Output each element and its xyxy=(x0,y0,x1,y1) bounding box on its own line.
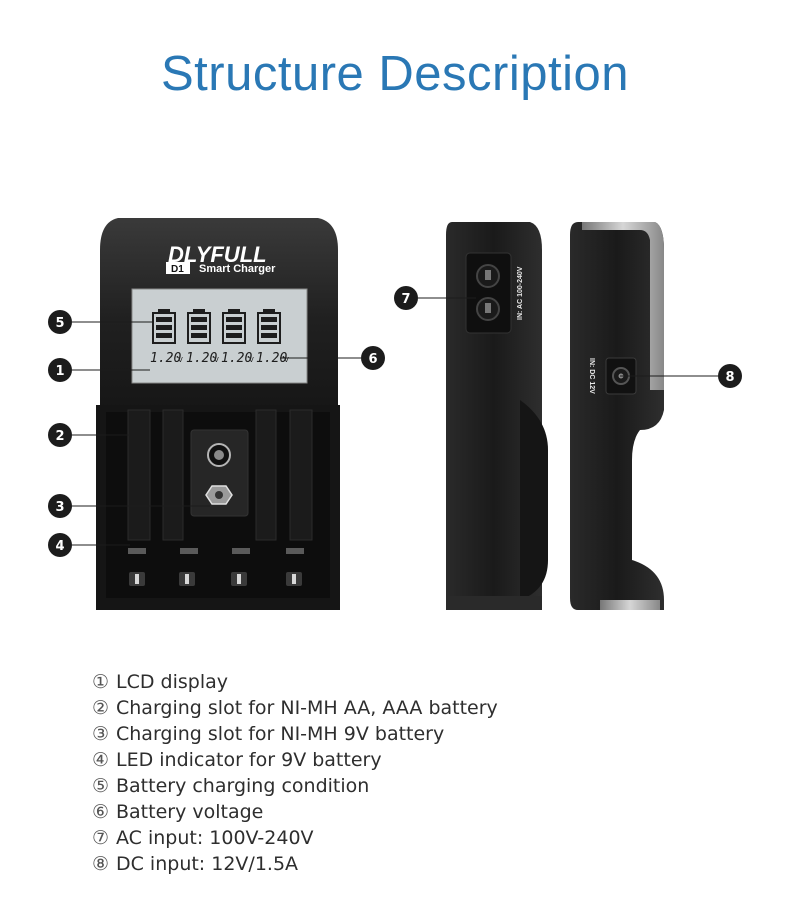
svg-text:V: V xyxy=(178,356,183,364)
lcd-voltage-4: 1.20 xyxy=(256,351,287,366)
svg-text:6: 6 xyxy=(368,352,377,367)
svg-text:8: 8 xyxy=(725,370,734,385)
svg-text:4: 4 xyxy=(55,539,64,554)
callout-5: 5 xyxy=(48,310,72,334)
model-label: D1 xyxy=(171,264,184,275)
svg-text:V: V xyxy=(249,356,254,364)
callout-7: 7 xyxy=(394,286,418,310)
aa-aaa-charging-slots xyxy=(127,409,313,586)
callout-1: 1 xyxy=(48,358,72,382)
led-indicators xyxy=(128,548,304,554)
svg-text:3: 3 xyxy=(55,500,64,515)
charger-subtitle: Smart Charger xyxy=(199,263,276,275)
callout-8: 8 xyxy=(718,364,742,388)
svg-text:7: 7 xyxy=(401,292,410,307)
svg-text:1: 1 xyxy=(55,364,64,379)
charger-front-view: DLYFULL D1 Smart Charger 1.20 1. xyxy=(96,218,340,610)
ac-input-port xyxy=(476,264,500,321)
dc-input-label: IN: DC 12V xyxy=(588,358,595,394)
ac-input-label: IN: AC 100-240V xyxy=(517,266,524,320)
lcd-voltage-1: 1.20 xyxy=(150,351,181,366)
lcd-voltage-3: 1.20 xyxy=(221,351,252,366)
svg-text:2: 2 xyxy=(55,429,64,444)
callout-3: 3 xyxy=(48,494,72,518)
svg-text:V: V xyxy=(284,356,289,364)
lcd-voltage-2: 1.20 xyxy=(186,351,217,366)
charger-side-view-ac: IN: AC 100-240V xyxy=(446,222,548,610)
callout-6: 6 xyxy=(361,346,385,370)
callout-4: 4 xyxy=(48,533,72,557)
lcd-display: 1.20 1.20 1.20 1.20 V V V V xyxy=(131,288,308,384)
svg-text:5: 5 xyxy=(55,316,64,331)
callout-2: 2 xyxy=(48,423,72,447)
page-title: Structure Description xyxy=(160,47,629,101)
charger-side-view-dc: IN: DC 12V xyxy=(570,222,664,610)
9v-charging-slot xyxy=(190,429,249,517)
svg-text:V: V xyxy=(214,356,219,364)
